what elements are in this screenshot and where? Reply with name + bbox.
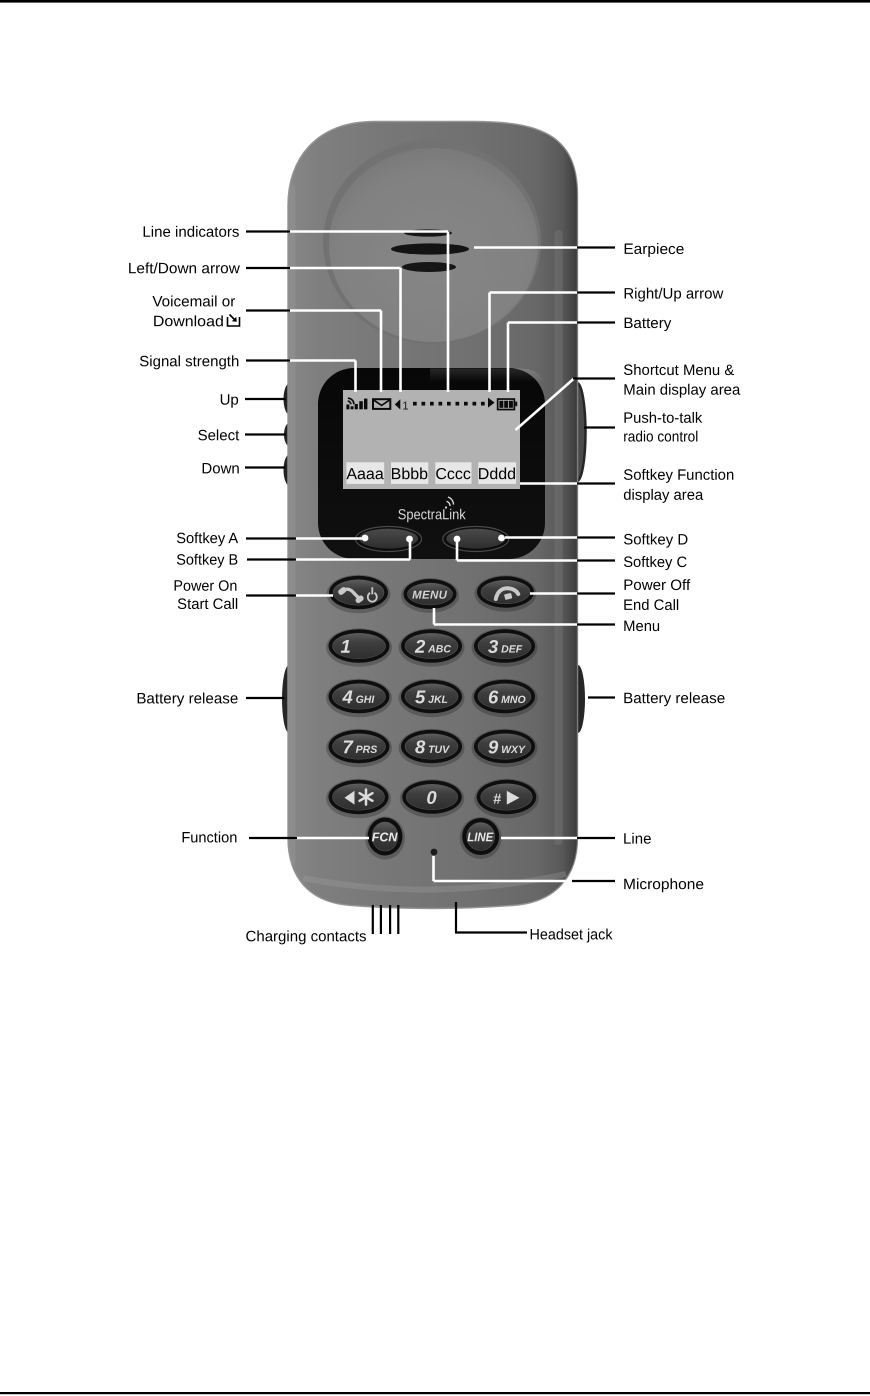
svg-text:#: # <box>493 792 502 808</box>
svg-text:Up: Up <box>220 392 239 409</box>
svg-text:Main display area: Main display area <box>623 382 741 399</box>
svg-text:End Call: End Call <box>623 597 679 614</box>
svg-text:MNO: MNO <box>501 694 526 706</box>
svg-text:LINE: LINE <box>467 830 494 844</box>
svg-text:Signal strength: Signal strength <box>139 353 239 370</box>
svg-text:Charging contacts: Charging contacts <box>246 928 367 945</box>
svg-text:7: 7 <box>342 736 354 757</box>
svg-text:3: 3 <box>488 636 499 657</box>
svg-text:display area: display area <box>623 487 704 504</box>
svg-text:Voicemail or: Voicemail or <box>152 293 235 310</box>
svg-text:5: 5 <box>415 686 426 707</box>
svg-text:Function: Function <box>181 829 237 846</box>
svg-text:Softkey C: Softkey C <box>623 554 687 571</box>
svg-text:DEF: DEF <box>501 643 523 655</box>
svg-text:Bbbb: Bbbb <box>391 466 428 483</box>
svg-text:Shortcut Menu &: Shortcut Menu & <box>623 362 734 379</box>
svg-text:Right/Up arrow: Right/Up arrow <box>623 286 723 303</box>
svg-text:Battery release: Battery release <box>623 690 725 707</box>
svg-text:4: 4 <box>341 686 352 707</box>
svg-text:Down: Down <box>201 460 239 477</box>
svg-text:Download: Download <box>153 313 224 330</box>
svg-text:Battery release: Battery release <box>136 690 238 707</box>
svg-text:Cccc: Cccc <box>435 466 471 483</box>
svg-text:Line: Line <box>623 831 651 848</box>
svg-text:Menu: Menu <box>623 618 660 635</box>
svg-text:0: 0 <box>426 787 437 808</box>
svg-text:Battery: Battery <box>623 315 672 332</box>
svg-text:Power Off: Power Off <box>623 577 691 594</box>
svg-text:Softkey A: Softkey A <box>176 530 238 547</box>
svg-text:Softkey D: Softkey D <box>623 531 688 548</box>
svg-text:Left/Down arrow: Left/Down arrow <box>128 260 240 277</box>
svg-text:Aaaa: Aaaa <box>346 466 383 483</box>
svg-text:radio control: radio control <box>623 429 698 446</box>
svg-text:SpectraLink: SpectraLink <box>398 507 467 523</box>
svg-text:Microphone: Microphone <box>623 876 704 893</box>
svg-text:Softkey B: Softkey B <box>176 552 238 569</box>
svg-text:2: 2 <box>414 636 426 657</box>
svg-text:1: 1 <box>341 636 351 657</box>
svg-text:Power On: Power On <box>173 578 237 595</box>
svg-text:Headset jack: Headset jack <box>530 926 613 943</box>
svg-text:1: 1 <box>402 401 408 413</box>
svg-text:JKL: JKL <box>428 694 448 706</box>
svg-text:Start Call: Start Call <box>177 596 238 613</box>
svg-text:FCN: FCN <box>372 830 399 844</box>
svg-text:8: 8 <box>415 736 426 757</box>
svg-text:Select: Select <box>198 427 241 444</box>
svg-text:Line indicators: Line indicators <box>142 224 239 241</box>
svg-text:9: 9 <box>488 736 499 757</box>
svg-text:WXY: WXY <box>501 744 526 756</box>
svg-text:ABC: ABC <box>427 643 451 655</box>
svg-text:GHI: GHI <box>356 694 376 706</box>
svg-text:Dddd: Dddd <box>478 466 516 483</box>
svg-text:6: 6 <box>488 686 499 707</box>
svg-text:PRS: PRS <box>356 744 378 756</box>
svg-text:TUV: TUV <box>428 744 450 756</box>
svg-text:Earpiece: Earpiece <box>623 241 684 258</box>
svg-text:Push-to-talk: Push-to-talk <box>623 410 702 427</box>
svg-text:MENU: MENU <box>412 590 447 602</box>
svg-text:Softkey Function: Softkey Function <box>623 467 734 484</box>
